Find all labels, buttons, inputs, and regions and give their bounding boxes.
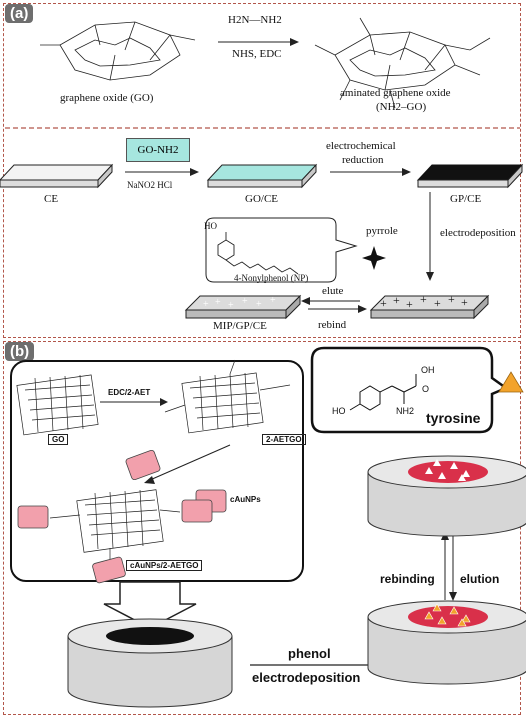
svg-text:+: +	[256, 299, 262, 310]
svg-text:+: +	[228, 300, 234, 311]
combo-sheet	[49, 489, 181, 562]
gp-ce-label: GP/CE	[450, 193, 482, 205]
aetgo-box-label: 2-AETGO	[262, 434, 306, 445]
tyr-o-label: O	[422, 384, 430, 394]
elution-label: elution	[460, 572, 500, 586]
ce-plate	[0, 163, 114, 189]
svg-text:+: +	[420, 292, 427, 306]
svg-text:+: +	[242, 296, 248, 307]
ce-label: CE	[44, 193, 59, 205]
svg-text:+: +	[448, 292, 455, 306]
caunps-label: cAuNPs	[230, 495, 261, 504]
svg-text:+: +	[461, 295, 468, 309]
svg-text:+: +	[203, 299, 209, 310]
gold-np-1	[125, 449, 161, 481]
svg-text:+: +	[434, 296, 441, 310]
go-ce-label: GO/CE	[245, 193, 278, 205]
np-star-icon	[362, 246, 386, 270]
np-loaded-plate: + + + + + + +	[369, 292, 490, 320]
nh2-go-molecule	[314, 17, 491, 109]
mip-plate: + + + + + +	[184, 294, 302, 320]
gold-np-4	[92, 556, 126, 584]
tyr-oh-label: OH	[421, 365, 435, 375]
svg-text:+: +	[270, 295, 276, 306]
aetgo-sheet	[164, 359, 291, 434]
go-ce-plate	[206, 163, 318, 189]
svg-text:+: +	[380, 296, 387, 310]
np-ho-label: HO	[204, 221, 217, 231]
combo-box-label: cAuNPs/2-AETGO	[126, 560, 203, 571]
rebind-label: rebind	[318, 319, 347, 331]
conditions-label: NHS, EDC	[232, 48, 282, 60]
gp-ce-plate	[416, 163, 524, 189]
gold-np-2	[17, 505, 49, 529]
eluted-electrode	[367, 455, 526, 537]
go-box-label: GO	[48, 434, 69, 445]
diazo-label: NaNO2 HCl	[127, 180, 173, 190]
panel-a-graphics: + + + + + + + + + + + + +	[0, 17, 524, 320]
go-nh2-box: GO-NH2	[126, 138, 190, 162]
panel-a-tag: (a)	[5, 4, 34, 23]
electrodeposition-a-label: electrodeposition	[440, 227, 516, 239]
go-label: graphene oxide (GO)	[60, 92, 154, 104]
panel-b-tag: (b)	[5, 342, 35, 361]
mip-electrode	[367, 600, 526, 685]
svg-text:+: +	[215, 297, 221, 308]
np-bubble	[205, 217, 358, 283]
rebinding-label: rebinding	[380, 572, 435, 586]
tyrosine-structure	[349, 374, 417, 411]
elute-label: elute	[322, 285, 344, 297]
panel-b	[3, 341, 521, 715]
np-name-label: 4-Nonylphenol (NP)	[234, 273, 309, 283]
go-sheet	[16, 374, 99, 436]
bare-electrode	[67, 618, 233, 708]
nh2-go-label-2: (NH2–GO)	[376, 101, 427, 113]
svg-text:+: +	[406, 297, 413, 311]
nh2-go-label-1: aminated graphene oxide	[340, 87, 451, 99]
tyr-nh2-label: NH2	[396, 406, 415, 416]
phenol-label: phenol	[288, 646, 331, 661]
electrochem-label-1: electrochemical	[326, 140, 396, 152]
tyr-ho-label: HO	[332, 406, 346, 416]
big-down-arrow	[103, 581, 197, 629]
reagent-label: H2N—NH2	[228, 14, 282, 26]
go-molecule	[40, 21, 196, 81]
tyrosine-label: tyrosine	[426, 410, 481, 426]
electrochem-label-2: reduction	[342, 154, 384, 166]
pyrrole-label: pyrrole	[366, 225, 398, 237]
edc-label: EDC/2-AET	[108, 388, 151, 397]
electrodeposition-b-label: electrodeposition	[252, 670, 361, 685]
template-triangle-icon	[498, 371, 524, 393]
mip-label: MIP/GP/CE	[213, 320, 267, 332]
svg-text:+: +	[393, 293, 400, 307]
gold-np-3	[181, 499, 213, 523]
